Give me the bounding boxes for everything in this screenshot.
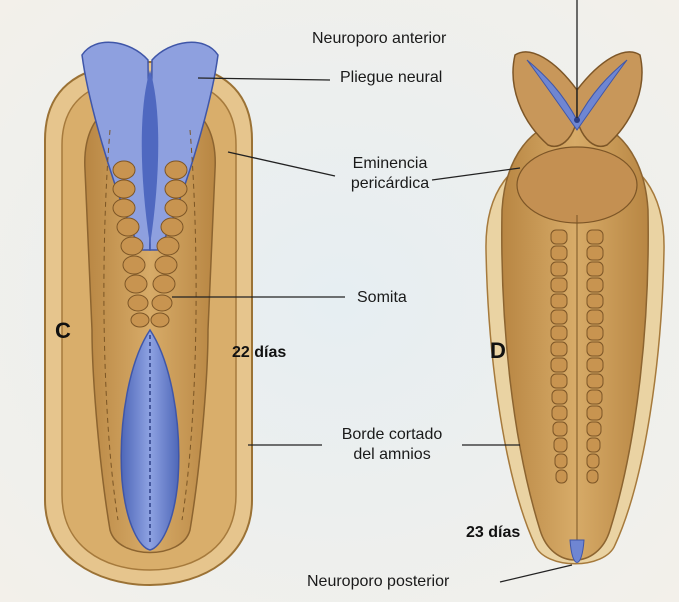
panel-letter-d: D bbox=[490, 338, 506, 364]
panel-c-age: 22 días bbox=[232, 344, 286, 362]
label-somita: Somita bbox=[357, 288, 407, 308]
label-neuroporo-posterior: Neuroporo posterior bbox=[307, 572, 449, 592]
label-borde-line1: Borde cortado bbox=[322, 425, 462, 445]
label-borde-line2: del amnios bbox=[322, 445, 462, 465]
label-eminencia-pericardica: Eminencia pericárdica bbox=[338, 154, 442, 194]
label-borde-cortado: Borde cortado del amnios bbox=[322, 425, 462, 465]
panel-letter-c: C bbox=[55, 318, 71, 344]
embryo-c bbox=[45, 42, 252, 585]
embryo-d-pericardial bbox=[517, 147, 637, 223]
label-neuroporo-anterior: Neuroporo anterior bbox=[312, 29, 446, 49]
label-eminencia-line1: Eminencia bbox=[338, 154, 442, 174]
label-eminencia-line2: pericárdica bbox=[338, 174, 442, 194]
label-pliegue-neural: Pliegue neural bbox=[340, 68, 442, 88]
panel-d-age: 23 días bbox=[466, 524, 520, 542]
